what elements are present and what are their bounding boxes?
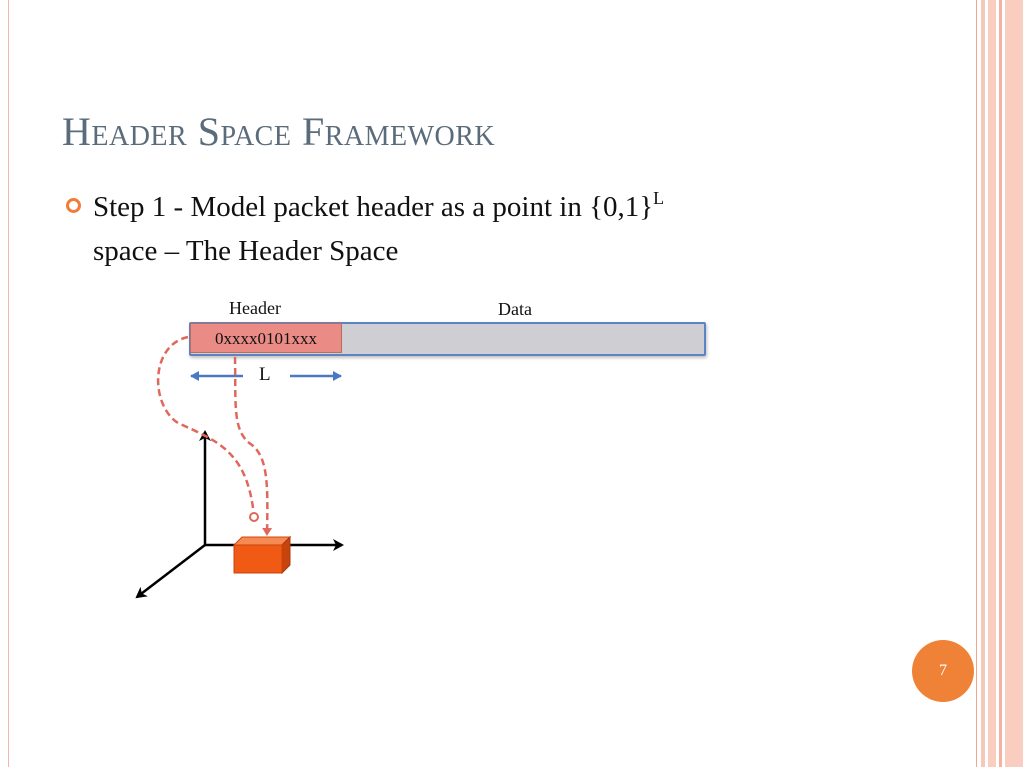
length-label: L [259,364,271,385]
left-border-rule [8,0,9,767]
dashed-mapping-paths [157,335,273,536]
decorative-stripe [976,0,977,767]
point-marker [249,512,259,522]
header-space-cube [232,535,292,575]
bullet-text: Step 1 - Model packet header as a point … [93,187,913,272]
decorative-stripe [999,0,1002,767]
decorative-stripe [988,0,996,767]
bullet-circle-icon [66,198,81,213]
decorative-stripe [1005,0,1023,767]
header-label: Header [229,298,281,318]
slide-title: Header Space Framework [62,109,496,154]
data-label: Data [498,299,532,319]
decorative-stripe [981,0,985,767]
header-field: 0xxxx0101xxx [190,323,342,353]
page-number-badge: 7 [912,640,974,702]
dashed-path-2 [233,356,273,536]
bullet-main-text: Step 1 - Model packet header as a point … [93,191,654,223]
bullet-second-line: space – The Header Space [93,235,399,267]
z-axis [135,544,206,599]
bullet-superscript: L [653,188,665,208]
